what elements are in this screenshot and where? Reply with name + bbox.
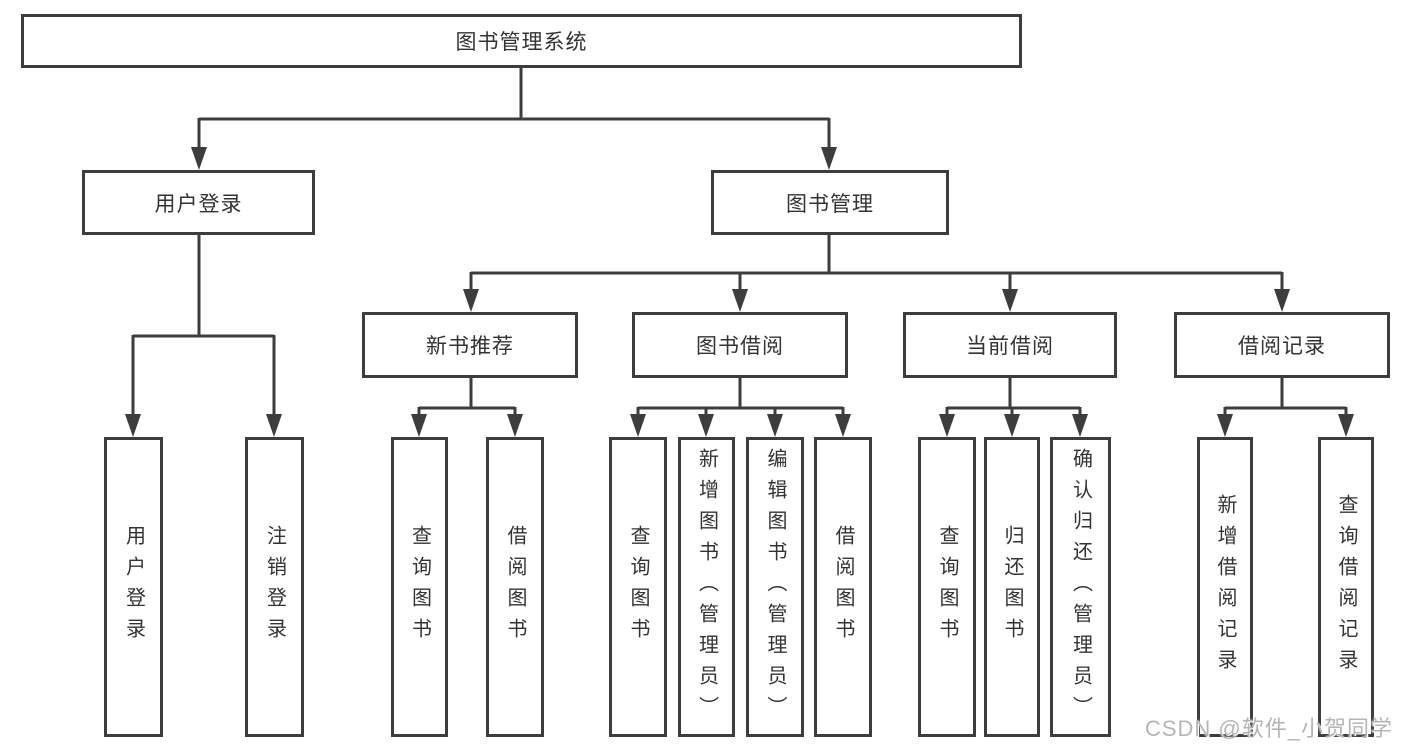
leaf-return-books: 归还图书	[984, 437, 1040, 737]
node-user-login-label: 用户登录	[154, 192, 243, 216]
leaf-add-books-admin: 新增图书（管理员）	[678, 437, 735, 737]
leaf-logout: 注销登录	[245, 437, 304, 737]
node-root: 图书管理系统	[21, 14, 1022, 68]
leaf-user-login-label: 用户登录	[122, 525, 145, 649]
node-book-borrow-label: 图书借阅	[696, 335, 784, 358]
node-new-book-recommend: 新书推荐	[362, 312, 578, 378]
node-root-label: 图书管理系统	[455, 31, 588, 54]
leaf-add-books-admin-label: 新增图书（管理员）	[695, 447, 718, 727]
leaf-current-query-books-label: 查询图书	[936, 525, 958, 649]
node-book-borrow: 图书借阅	[632, 312, 848, 378]
leaf-current-query-books: 查询图书	[918, 437, 976, 737]
leaf-edit-books-admin-label: 编辑图书（管理员）	[764, 447, 786, 727]
leaf-confirm-return-admin: 确认归还（管理员）	[1050, 437, 1111, 737]
node-new-book-recommend-label: 新书推荐	[426, 335, 514, 358]
node-current-borrow: 当前借阅	[903, 312, 1117, 378]
leaf-add-borrow-record: 新增借阅记录	[1197, 437, 1253, 737]
leaf-newbook-query-books-label: 查询图书	[408, 525, 431, 649]
leaf-query-borrow-record: 查询借阅记录	[1318, 437, 1374, 737]
leaf-borrow-query-books-label: 查询图书	[627, 525, 649, 649]
node-book-management: 图书管理	[711, 170, 949, 235]
node-borrow-record: 借阅记录	[1174, 312, 1390, 378]
leaf-logout-label: 注销登录	[263, 525, 286, 649]
node-borrow-record-label: 借阅记录	[1238, 335, 1326, 358]
leaf-newbook-query-books: 查询图书	[391, 437, 448, 737]
node-user-login: 用户登录	[82, 170, 315, 235]
leaf-user-login: 用户登录	[104, 437, 163, 737]
leaf-borrow-query-books: 查询图书	[609, 437, 667, 737]
watermark: CSDN @软件_小贺同学	[1144, 716, 1393, 741]
leaf-borrow-books-label: 借阅图书	[832, 525, 854, 649]
leaf-edit-books-admin: 编辑图书（管理员）	[746, 437, 804, 737]
leaf-add-borrow-record-label: 新增借阅记录	[1214, 494, 1236, 680]
leaf-return-books-label: 归还图书	[1001, 525, 1023, 649]
leaf-borrow-books: 借阅图书	[814, 437, 872, 737]
leaf-newbook-borrow-books: 借阅图书	[486, 437, 544, 737]
leaf-query-borrow-record-label: 查询借阅记录	[1335, 494, 1357, 680]
node-book-management-label: 图书管理	[786, 192, 874, 216]
node-current-borrow-label: 当前借阅	[966, 335, 1054, 358]
leaf-confirm-return-admin-label: 确认归还（管理员）	[1069, 447, 1092, 727]
leaf-newbook-borrow-books-label: 借阅图书	[504, 525, 526, 649]
